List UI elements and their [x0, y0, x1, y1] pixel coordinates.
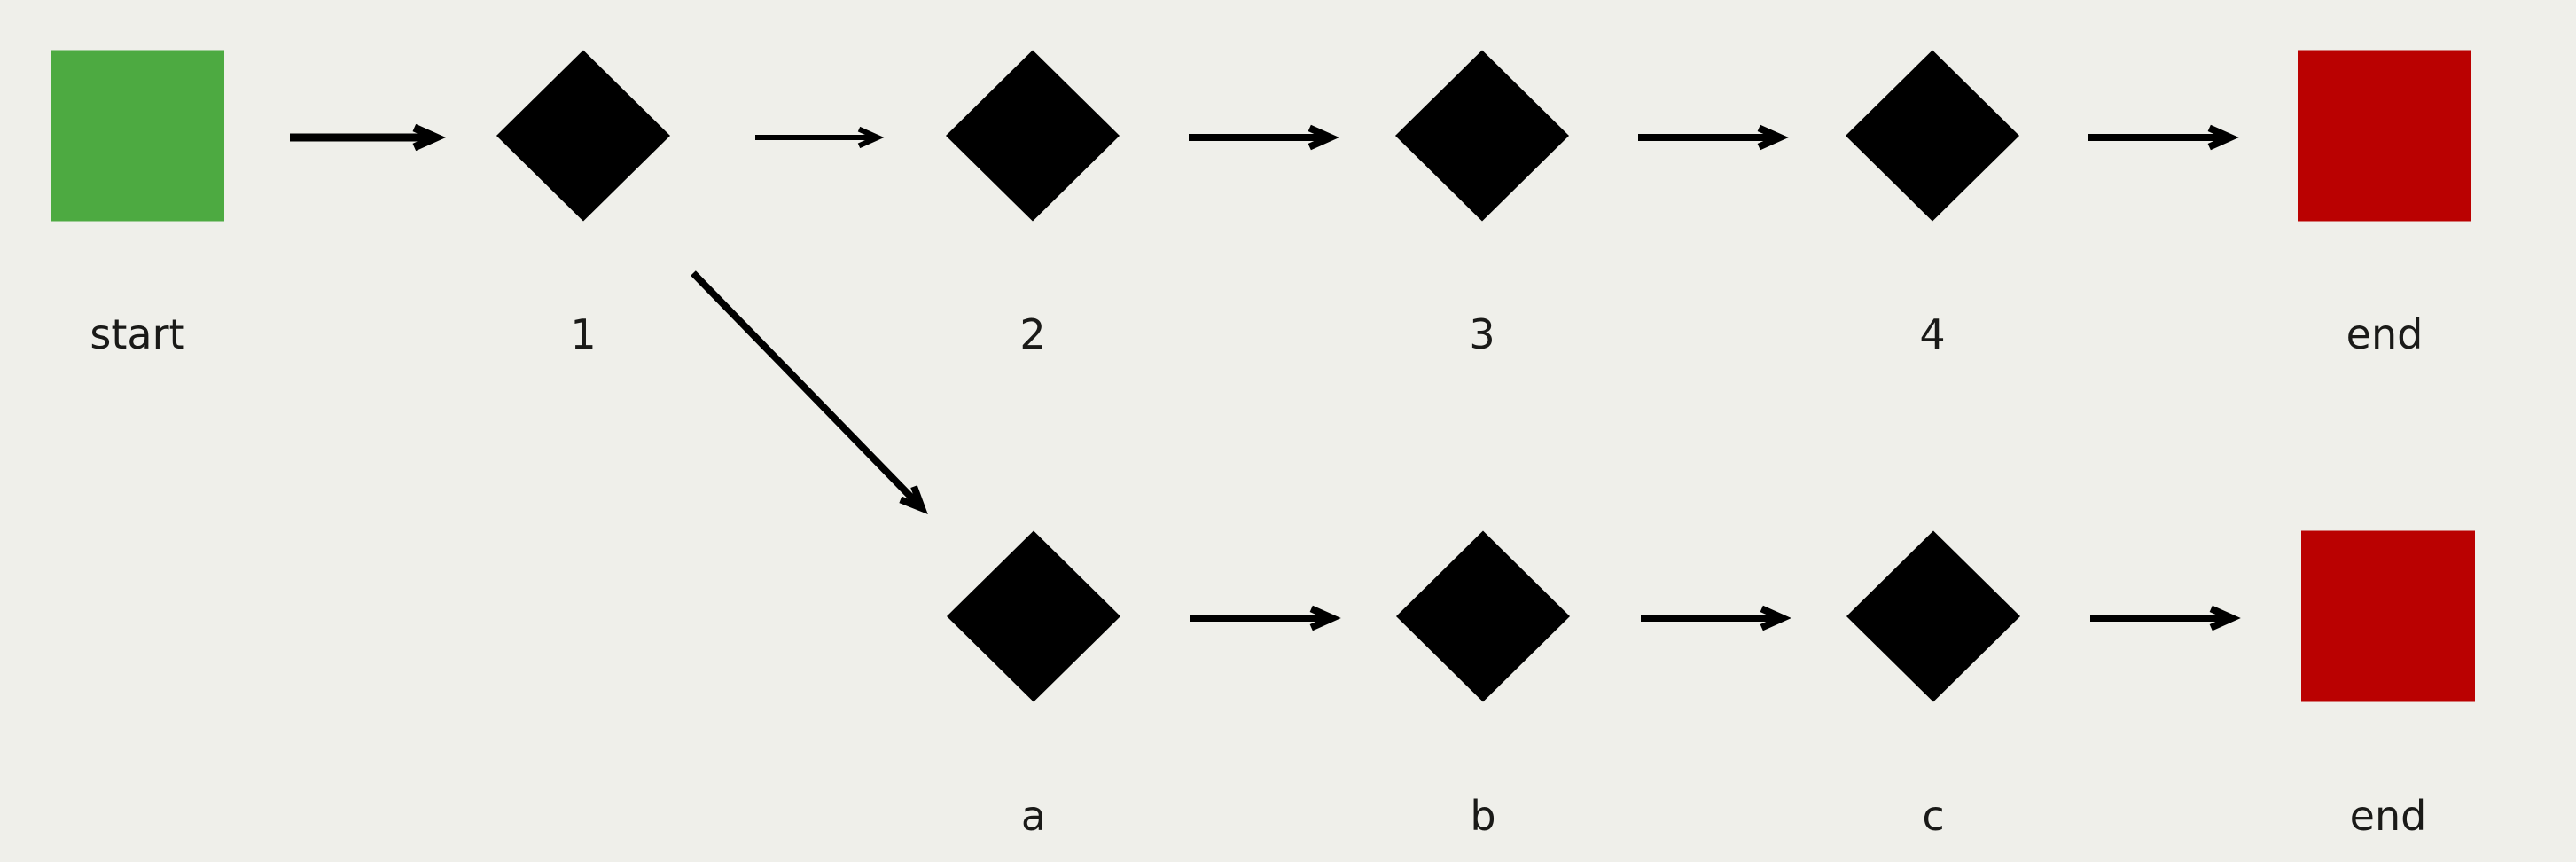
edge-arrowhead-icon — [412, 123, 447, 152]
node-label-start: start — [90, 310, 185, 358]
edges-layer — [290, 123, 2241, 631]
edge-arrowhead-icon — [2209, 605, 2241, 631]
edge-line — [691, 270, 923, 509]
node-label-n3: 3 — [1469, 310, 1495, 358]
node-label-n2: 2 — [1019, 310, 1046, 358]
node-start[interactable] — [51, 50, 224, 222]
node-label-nc: c — [1922, 792, 1945, 840]
edge-na-to-nb — [1190, 605, 1341, 631]
node-label-end_bot: end — [2349, 792, 2427, 840]
node-label-n4: 4 — [1919, 310, 1946, 358]
edge-arrowhead-icon — [1760, 605, 1791, 631]
node-end_bot[interactable] — [2301, 530, 2475, 702]
edge-n2-to-n3 — [1189, 124, 1339, 151]
edge-arrowhead-icon — [899, 485, 928, 515]
edge-n1-to-na — [691, 270, 928, 515]
edge-nb-to-nc — [1641, 605, 1791, 631]
node-end_top[interactable] — [2298, 50, 2471, 222]
edge-arrowhead-icon — [857, 126, 885, 149]
edge-arrowhead-icon — [1309, 605, 1341, 631]
edge-arrowhead-icon — [2207, 124, 2239, 151]
node-n2[interactable] — [946, 50, 1120, 222]
edge-n4-to-end_top — [2088, 124, 2239, 151]
edge-nc-to-end_bot — [2090, 605, 2241, 631]
node-nc[interactable] — [1846, 530, 2020, 702]
edge-n3-to-n4 — [1638, 124, 1789, 151]
node-n3[interactable] — [1395, 50, 1569, 222]
edge-n1-to-n2 — [755, 126, 885, 149]
node-label-end_top: end — [2346, 310, 2424, 358]
edge-arrowhead-icon — [1308, 124, 1339, 151]
node-n4[interactable] — [1846, 50, 2019, 222]
nodes-layer — [51, 50, 2475, 702]
edge-start-to-n1 — [290, 123, 447, 152]
node-n1[interactable] — [496, 50, 670, 222]
node-label-nb: b — [1470, 792, 1496, 840]
node-nb[interactable] — [1396, 530, 1570, 702]
edge-arrowhead-icon — [1757, 124, 1789, 151]
node-label-na: a — [1020, 792, 1047, 840]
node-label-n1: 1 — [570, 310, 597, 358]
node-na[interactable] — [947, 530, 1120, 702]
